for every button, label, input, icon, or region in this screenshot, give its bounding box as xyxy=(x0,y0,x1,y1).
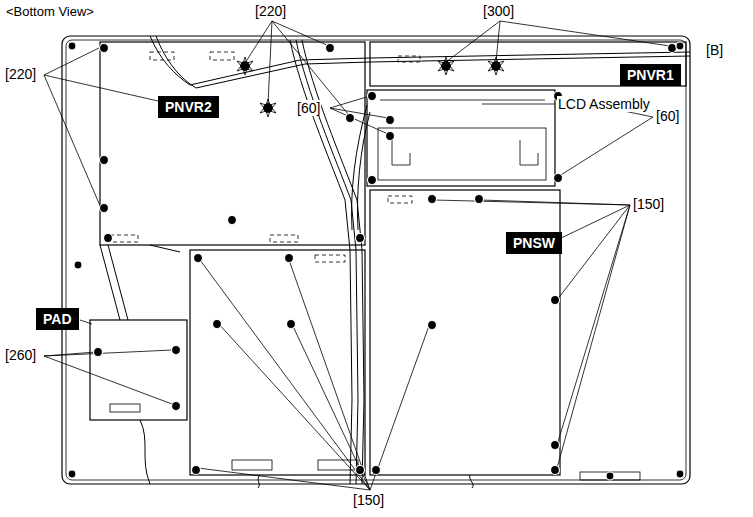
board-name: PNVR1 xyxy=(627,67,674,83)
callout-number: [150] xyxy=(632,196,665,212)
callout-number: [300] xyxy=(482,3,515,19)
part-name: LCD Assembly xyxy=(557,96,651,112)
board-tag: PAD xyxy=(36,308,79,330)
callout-number: [150] xyxy=(352,492,385,508)
callout-number: [260] xyxy=(4,347,37,363)
board-tag: PNVR1 xyxy=(620,64,681,86)
board-tag: PNVR2 xyxy=(158,96,219,118)
callout-number: [60] xyxy=(296,100,321,116)
board-name: PAD xyxy=(43,311,72,327)
board-name: PNSW xyxy=(513,235,555,251)
view-label: <Bottom View> xyxy=(5,4,95,20)
callout-number: [B] xyxy=(705,42,724,58)
callout-number: [220] xyxy=(4,66,37,82)
callout-number: [60] xyxy=(655,108,680,124)
callout-number: [220] xyxy=(254,3,287,19)
board-name: PNVR2 xyxy=(165,99,212,115)
board-tag: PNSW xyxy=(506,232,562,254)
